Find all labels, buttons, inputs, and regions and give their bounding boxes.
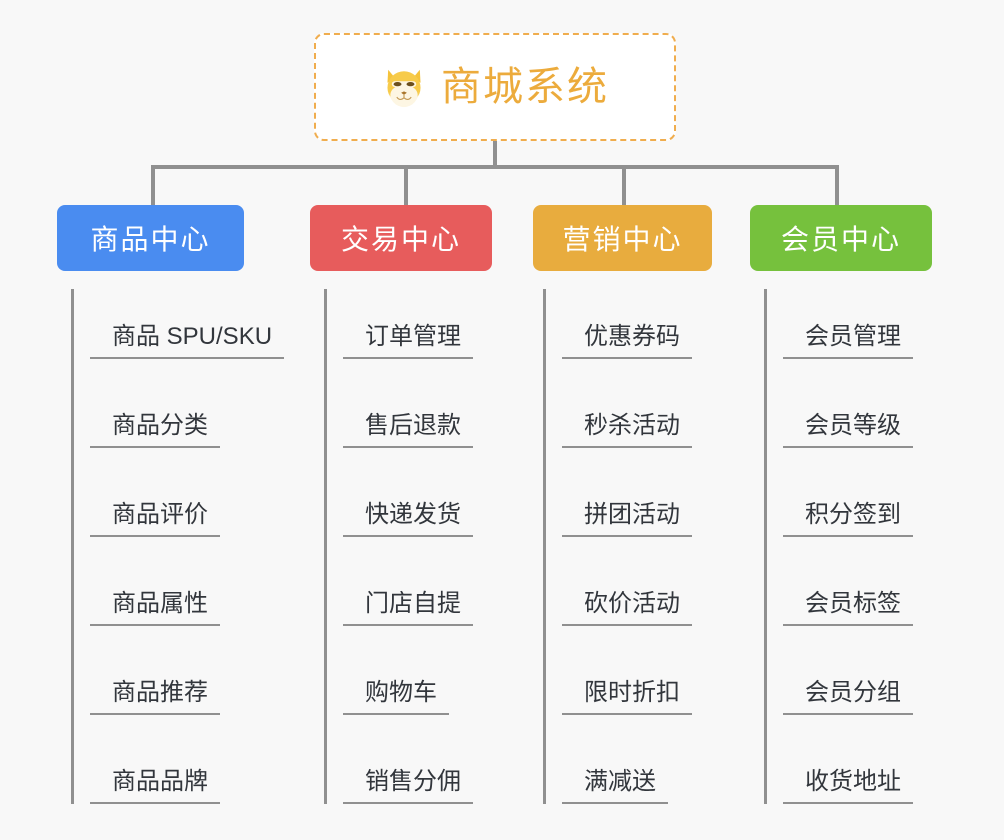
list-item[interactable]: 会员等级 xyxy=(783,359,1004,448)
connector-drop-3 xyxy=(622,165,626,205)
branch-header-1[interactable]: 商品中心 xyxy=(57,205,244,271)
list-item[interactable]: 砍价活动 xyxy=(562,537,792,626)
list-item[interactable]: 商品品牌 xyxy=(90,715,320,804)
connector-drop-1 xyxy=(151,165,155,205)
list-item[interactable]: 商品分类 xyxy=(90,359,320,448)
root-node[interactable]: 商城系统 xyxy=(314,33,676,141)
leaf-list-4: 会员管理 会员等级 积分签到 会员标签 会员分组 收货地址 xyxy=(764,289,1004,804)
leaf-label: 秒杀活动 xyxy=(562,412,692,448)
branch-header-2[interactable]: 交易中心 xyxy=(310,205,492,271)
leaf-label: 限时折扣 xyxy=(562,679,692,715)
list-item[interactable]: 秒杀活动 xyxy=(562,359,792,448)
list-item[interactable]: 商品 SPU/SKU xyxy=(90,289,320,359)
leaf-label: 砍价活动 xyxy=(562,590,692,626)
leaf-label: 商品分类 xyxy=(90,412,220,448)
list-item[interactable]: 优惠券码 xyxy=(562,289,792,359)
list-item[interactable]: 销售分佣 xyxy=(343,715,573,804)
leaf-label: 订单管理 xyxy=(343,323,473,359)
branch-label-1: 商品中心 xyxy=(90,224,211,255)
list-item[interactable]: 会员分组 xyxy=(783,626,1004,715)
leaf-label: 积分签到 xyxy=(783,501,913,537)
leaf-label: 销售分佣 xyxy=(343,768,473,804)
list-item[interactable]: 门店自提 xyxy=(343,537,573,626)
list-item[interactable]: 商品评价 xyxy=(90,448,320,537)
leaf-label: 售后退款 xyxy=(343,412,473,448)
dog-face-icon xyxy=(381,64,427,110)
connector-drop-4 xyxy=(835,165,839,205)
leaf-label: 商品品牌 xyxy=(90,768,220,804)
connector-horizontal-bus xyxy=(151,165,839,169)
branch-member-center: 会员中心 会员管理 会员等级 积分签到 会员标签 会员分组 收货地址 xyxy=(750,205,1004,804)
leaf-label: 收货地址 xyxy=(783,768,913,804)
leaf-label: 商品推荐 xyxy=(90,679,220,715)
branch-trade-center: 交易中心 订单管理 售后退款 快递发货 门店自提 购物车 销售分佣 xyxy=(310,205,573,804)
list-item[interactable]: 会员管理 xyxy=(783,289,1004,359)
branch-header-3[interactable]: 营销中心 xyxy=(533,205,712,271)
list-item[interactable]: 限时折扣 xyxy=(562,626,792,715)
list-item[interactable]: 商品推荐 xyxy=(90,626,320,715)
branch-header-4[interactable]: 会员中心 xyxy=(750,205,932,271)
leaf-list-2: 订单管理 售后退款 快递发货 门店自提 购物车 销售分佣 xyxy=(324,289,573,804)
branch-marketing-center: 营销中心 优惠券码 秒杀活动 拼团活动 砍价活动 限时折扣 满减送 xyxy=(533,205,792,804)
leaf-label: 商品 SPU/SKU xyxy=(90,323,285,359)
leaf-label: 门店自提 xyxy=(343,590,473,626)
leaf-label: 商品属性 xyxy=(90,590,220,626)
branch-label-3: 营销中心 xyxy=(562,224,683,255)
leaf-label: 商品评价 xyxy=(90,501,220,537)
list-item[interactable]: 快递发货 xyxy=(343,448,573,537)
leaf-label: 会员等级 xyxy=(783,412,913,448)
leaf-label: 快递发货 xyxy=(343,501,473,537)
list-item[interactable]: 拼团活动 xyxy=(562,448,792,537)
root-title: 商城系统 xyxy=(441,65,609,109)
leaf-label: 会员管理 xyxy=(783,323,913,359)
leaf-list-3: 优惠券码 秒杀活动 拼团活动 砍价活动 限时折扣 满减送 xyxy=(543,289,792,804)
leaf-label: 会员分组 xyxy=(783,679,913,715)
list-item[interactable]: 售后退款 xyxy=(343,359,573,448)
branch-label-4: 会员中心 xyxy=(780,224,901,255)
branch-label-2: 交易中心 xyxy=(340,224,461,255)
list-item[interactable]: 会员标签 xyxy=(783,537,1004,626)
connector-root-stem xyxy=(493,141,497,168)
list-item[interactable]: 收货地址 xyxy=(783,715,1004,804)
connector-drop-2 xyxy=(404,165,408,205)
list-item[interactable]: 购物车 xyxy=(343,626,573,715)
leaf-label: 拼团活动 xyxy=(562,501,692,537)
list-item[interactable]: 订单管理 xyxy=(343,289,573,359)
leaf-label: 满减送 xyxy=(562,768,668,804)
leaf-label: 购物车 xyxy=(343,679,449,715)
branch-product-center: 商品中心 商品 SPU/SKU 商品分类 商品评价 商品属性 商品推荐 商品品牌 xyxy=(57,205,320,804)
list-item[interactable]: 商品属性 xyxy=(90,537,320,626)
list-item[interactable]: 满减送 xyxy=(562,715,792,804)
leaf-list-1: 商品 SPU/SKU 商品分类 商品评价 商品属性 商品推荐 商品品牌 xyxy=(71,289,320,804)
leaf-label: 会员标签 xyxy=(783,590,913,626)
list-item[interactable]: 积分签到 xyxy=(783,448,1004,537)
leaf-label: 优惠券码 xyxy=(562,323,692,359)
